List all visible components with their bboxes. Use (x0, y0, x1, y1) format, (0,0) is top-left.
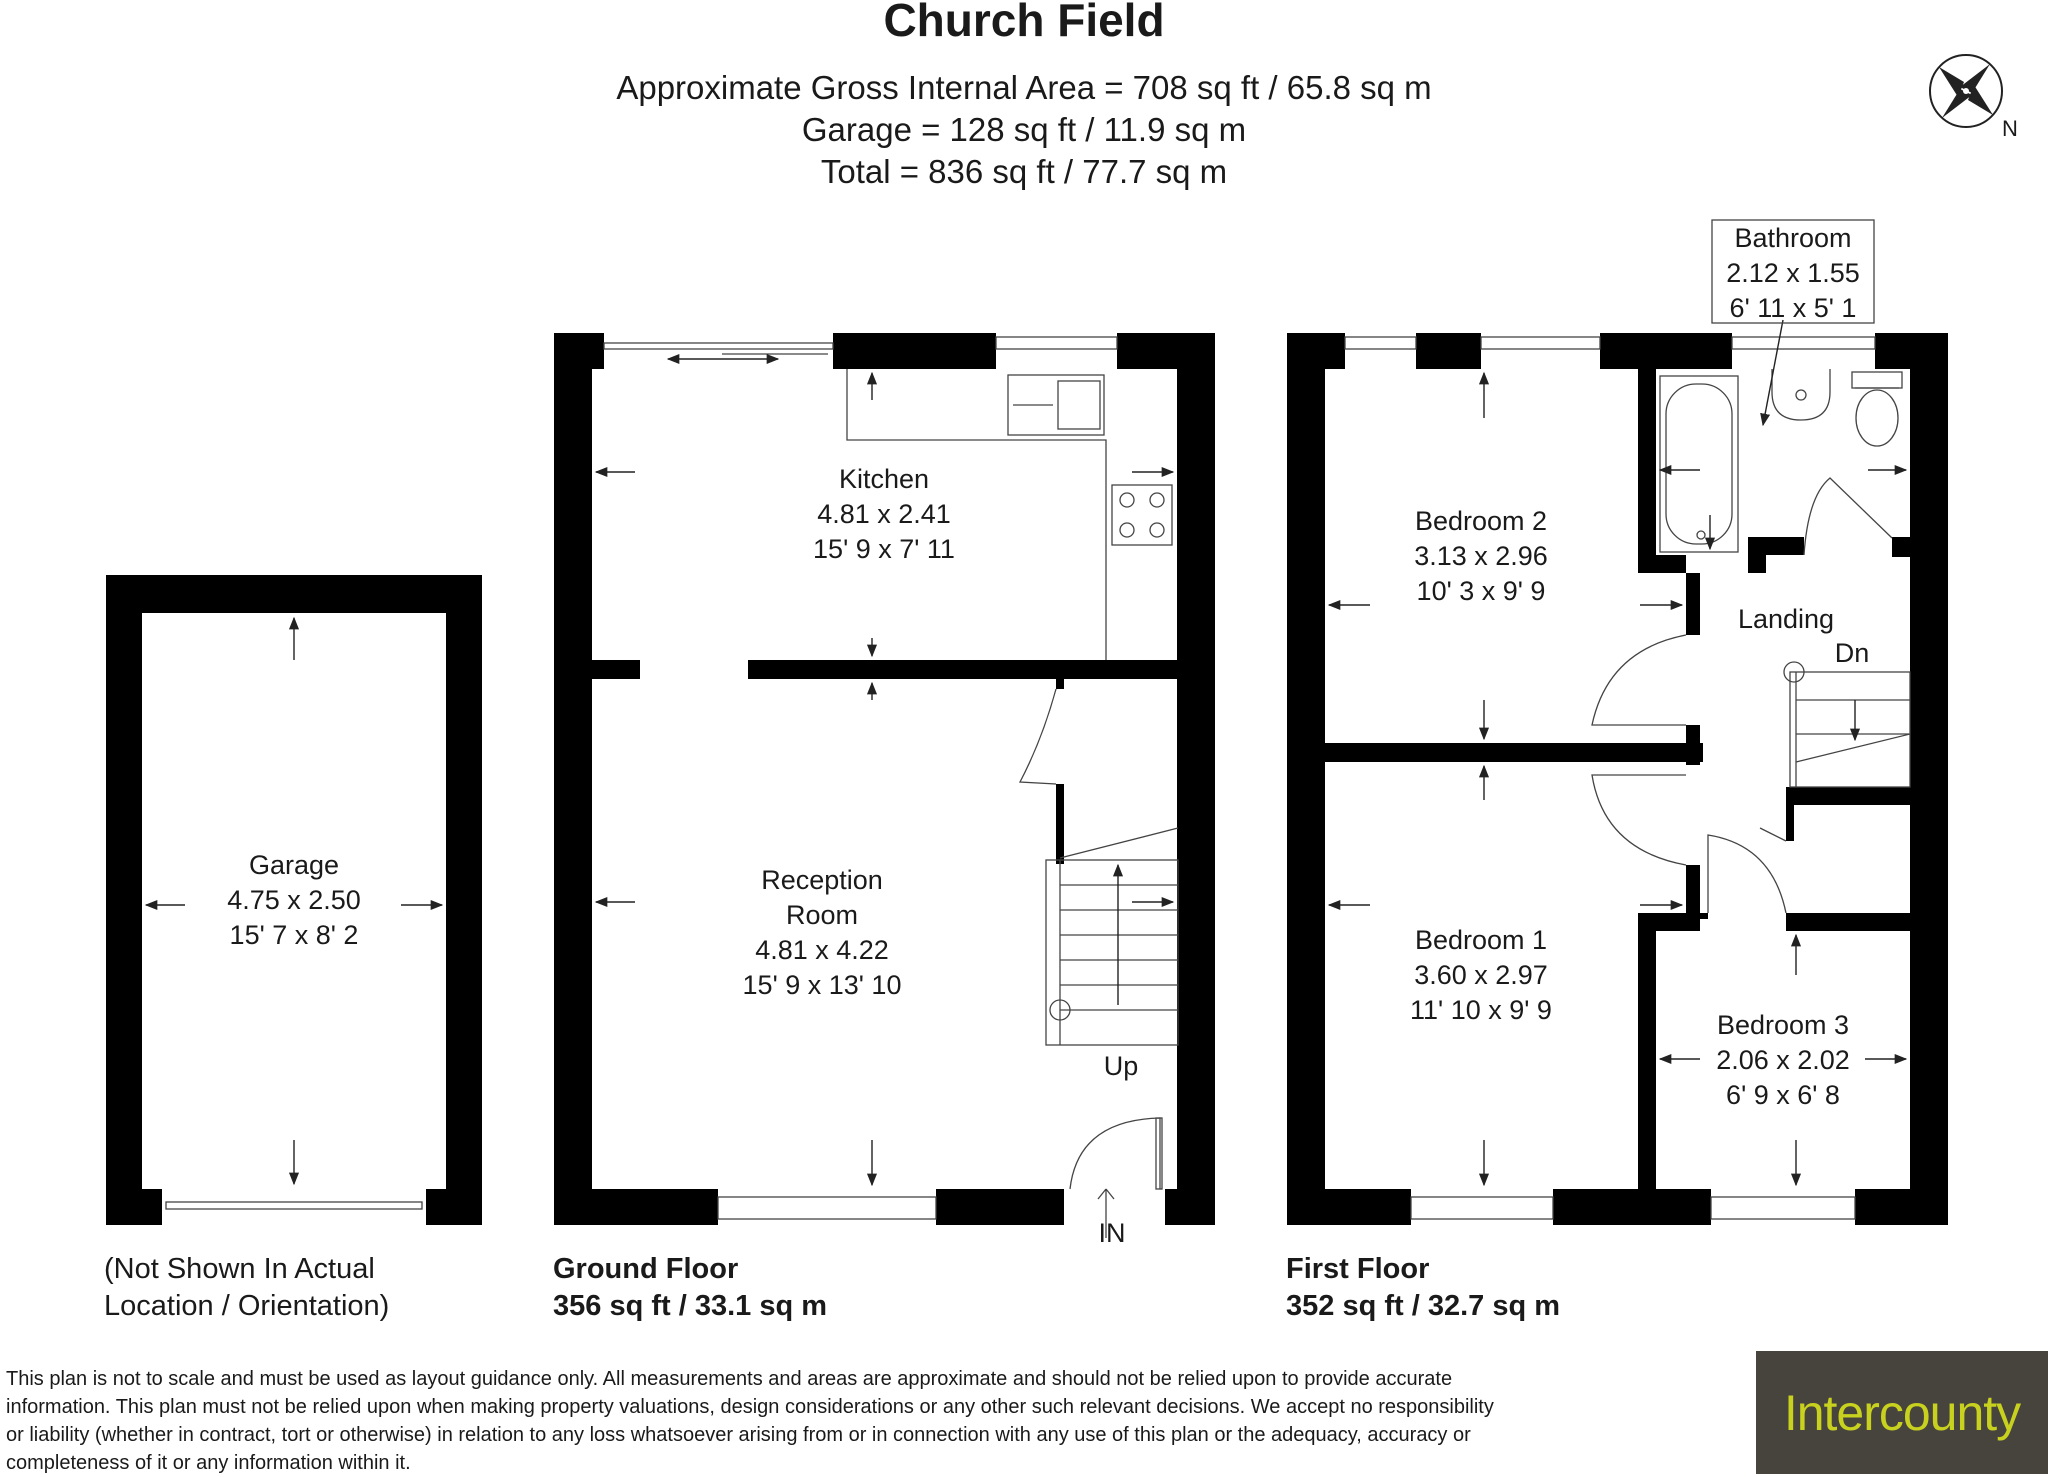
garage-area-text: Garage = 128 sq ft / 11.9 sq m (802, 111, 1246, 148)
garage-imperial: 15' 7 x 8' 2 (230, 920, 359, 950)
total-area-text: Total = 836 sq ft / 77.7 sq m (821, 153, 1227, 190)
bedroom3-imperial: 6' 9 x 6' 8 (1726, 1080, 1840, 1110)
bathroom-label: Bathroom (1734, 223, 1851, 253)
bedroom1-label: Bedroom 1 (1415, 925, 1547, 955)
bathroom-imperial: 6' 11 x 5' 1 (1730, 293, 1857, 323)
bedroom2-metric: 3.13 x 2.96 (1414, 541, 1548, 571)
bathroom-metric: 2.12 x 1.55 (1726, 258, 1860, 288)
bedroom3-metric: 2.06 x 2.02 (1716, 1045, 1850, 1075)
logo-text: Intercounty (1783, 1384, 2021, 1441)
gross-area-text: Approximate Gross Internal Area = 708 sq… (616, 69, 1431, 106)
compass-icon (1929, 54, 2003, 128)
bedroom1-metric: 3.60 x 2.97 (1414, 960, 1548, 990)
reception-metric: 4.81 x 4.22 (755, 935, 889, 965)
kitchen-metric: 4.81 x 2.41 (817, 499, 951, 529)
landing-label: Landing (1738, 604, 1834, 634)
stairs-down-label: Dn (1835, 638, 1870, 668)
bedroom3-label: Bedroom 3 (1717, 1010, 1849, 1040)
first-floor-area: 352 sq ft / 32.7 sq m (1286, 1290, 1560, 1322)
patio-door (603, 342, 834, 350)
kitchen-imperial: 15' 9 x 7' 11 (813, 534, 955, 564)
garage-door (165, 1201, 423, 1210)
bathroom-window (1731, 336, 1876, 350)
garage-note-line1: (Not Shown In Actual (104, 1253, 375, 1285)
reception-window (717, 1196, 937, 1220)
bedroom2-window-left (1344, 336, 1417, 350)
bedroom2-imperial: 10' 3 x 9' 9 (1417, 576, 1546, 606)
bedroom1-window (1410, 1196, 1554, 1220)
stairs-up-label: Up (1104, 1051, 1139, 1081)
first-floor-plan (1287, 219, 1948, 1225)
ground-floor-plan (554, 333, 1215, 1238)
ground-floor-area: 356 sq ft / 33.1 sq m (553, 1290, 827, 1322)
compass-north-label: N (2002, 116, 2018, 141)
reception-label-line2: Room (786, 900, 858, 930)
bedroom1-imperial: 11' 10 x 9' 9 (1410, 995, 1552, 1025)
intercounty-logo: Intercounty (1756, 1351, 2048, 1474)
bedroom3-window (1710, 1196, 1856, 1220)
kitchen-window (995, 336, 1118, 350)
bedroom2-window-right (1480, 336, 1601, 350)
garage-plan (106, 575, 482, 1225)
garage-label: Garage (249, 850, 339, 880)
ground-floor-title: Ground Floor (553, 1253, 738, 1285)
entrance-label: IN (1099, 1218, 1126, 1248)
reception-label-line1: Reception (761, 865, 883, 895)
kitchen-label: Kitchen (839, 464, 929, 494)
disclaimer-text: This plan is not to scale and must be us… (6, 1368, 1494, 1474)
bedroom2-label: Bedroom 2 (1415, 506, 1547, 536)
plan-title: Church Field (883, 0, 1164, 46)
reception-imperial: 15' 9 x 13' 10 (743, 970, 902, 1000)
garage-metric: 4.75 x 2.50 (227, 885, 361, 915)
first-floor-title: First Floor (1286, 1253, 1429, 1285)
garage-note-line2: Location / Orientation) (104, 1290, 389, 1322)
